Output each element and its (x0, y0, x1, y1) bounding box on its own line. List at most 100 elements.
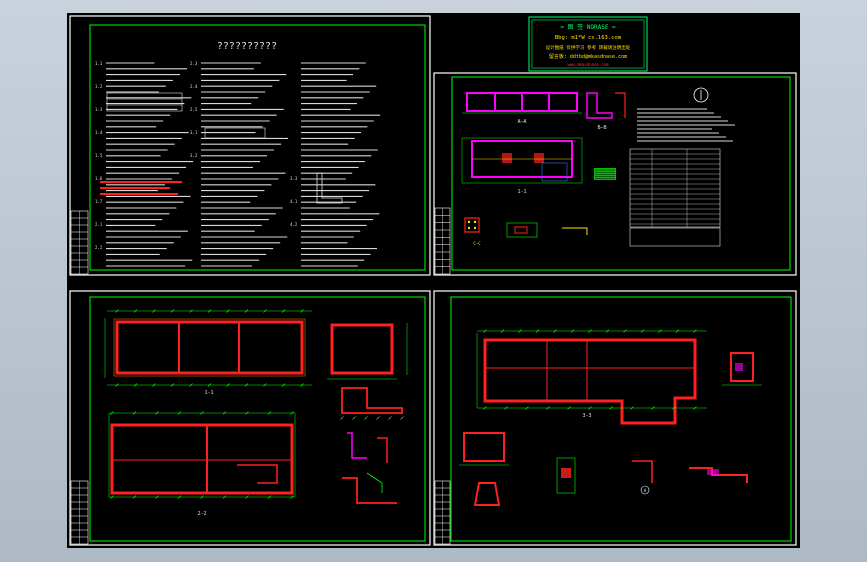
note-number: 1.4 (95, 130, 103, 135)
section-c-label: C—C (473, 241, 481, 246)
plan-2-walls: 2-2 (108, 411, 296, 517)
dimension-tick (263, 309, 267, 313)
note-number: 3.3 (290, 176, 298, 181)
dimension-tick (263, 383, 267, 387)
dimension-tick (605, 329, 610, 333)
plan-3-walls: 3-3 (476, 329, 707, 425)
dimension-tick (200, 411, 204, 415)
section-b-elevation: B—B (586, 92, 626, 131)
plan-1-walls: 1-1 (104, 309, 312, 396)
notes-red-block (100, 181, 182, 195)
sheet-3-border (69, 290, 431, 546)
dimension-tick (609, 406, 613, 410)
sheet-1-frame (89, 24, 426, 271)
sheet-4-plan[interactable]: 3-3 A (433, 290, 797, 546)
dimension-tick (500, 329, 505, 333)
section-a-elevation: A—A (462, 92, 582, 125)
note-number: 3.2 (190, 153, 198, 158)
dimension-tick (535, 329, 540, 333)
dimension-tick (570, 329, 575, 333)
dimension-tick (675, 329, 680, 333)
dimension-tick (693, 329, 697, 333)
notes-table (106, 92, 266, 139)
sheet-3-plan[interactable]: 1-1 2-2 (69, 290, 431, 546)
note-number: 1.2 (95, 84, 103, 89)
note-number: 4.2 (290, 222, 298, 227)
dimension-tick (267, 411, 272, 415)
notes-detail-sketch (312, 172, 347, 209)
dimension-tick (546, 406, 550, 410)
stamp-line-2: Bbg: m1*W cs.163.com (555, 35, 622, 41)
dimension-tick (553, 329, 557, 333)
dimension-tick (189, 383, 193, 387)
note-number: 2.5 (190, 107, 198, 112)
dimension-tick (588, 329, 592, 333)
plan-3-bottom-details: A (459, 432, 748, 506)
sheet-4-frame (450, 296, 792, 542)
sheet-2-title-block (434, 207, 451, 275)
sheet-3-title-block (70, 480, 89, 545)
section-b-label: B—B (597, 125, 606, 131)
sheet-1-border (69, 15, 431, 276)
dimension-tick (290, 411, 294, 415)
note-number: 1.5 (95, 153, 103, 158)
dimension-tick (588, 406, 592, 410)
dimension-tick (110, 411, 114, 415)
stamp-line-3: 设计图纸 仅供学习 参考 转载请注明出处 (546, 44, 631, 51)
dimension-tick (133, 383, 138, 387)
dimension-tick (177, 495, 182, 499)
dimension-tick (300, 383, 304, 387)
note-number: 1.1 (95, 61, 103, 66)
dimension-tick (245, 411, 249, 415)
dimension-tick (226, 383, 230, 387)
dimension-tick (518, 329, 522, 333)
sheet-3-frame (89, 296, 426, 542)
plan-1-side-section (327, 323, 408, 380)
sheet-2-tank-details[interactable]: A—A B—B 1-1 (433, 72, 797, 276)
dimension-tick (115, 309, 119, 313)
dimension-tick (376, 416, 380, 420)
dimension-tick (388, 416, 392, 420)
dimension-tick (152, 383, 156, 387)
dimension-tick (110, 495, 114, 499)
dimension-tick (281, 383, 286, 387)
plan-1-details-right (340, 387, 404, 504)
note-number: 1.3 (95, 107, 103, 112)
dimension-tick (207, 309, 212, 313)
sheet-1-title: ?????????? (217, 41, 277, 52)
dimension-tick (483, 406, 487, 410)
note-number: 2.1 (95, 222, 103, 227)
detail-circle-marker (693, 87, 709, 103)
note-number: 3.1 (190, 130, 198, 135)
dimension-tick (152, 309, 156, 313)
dimension-tick (177, 411, 182, 415)
plan-1-label: 1-1 (204, 390, 213, 396)
green-rebar-detail (594, 168, 616, 180)
dimension-tick (651, 406, 655, 410)
note-number: 4.1 (290, 199, 298, 204)
tank-plan-label: 1-1 (517, 189, 526, 195)
note-number: 2.3 (190, 61, 198, 66)
plan-3-details-right (722, 352, 762, 386)
detail-a-label: A (644, 488, 647, 493)
dimension-tick (226, 309, 230, 313)
dimension-tick (525, 406, 529, 410)
plan-3-label: 3-3 (582, 413, 591, 419)
sheet-1-notes[interactable]: ?????????? 1.11.21.31.41.51.61.72.12.22.… (69, 15, 431, 276)
dimension-tick (400, 416, 404, 420)
dimension-tick (222, 495, 227, 499)
dimension-tick (244, 383, 249, 387)
drawing-canvas: ?????????? 1.11.21.31.41.51.61.72.12.22.… (69, 15, 797, 546)
stamp-line-1: = 图 签 NORASE = (560, 23, 616, 31)
dimension-tick (245, 495, 249, 499)
dimension-tick (200, 495, 204, 499)
dimension-tick (352, 416, 356, 420)
dimension-tick (132, 411, 137, 415)
sheet-2-small-details: C—C (464, 217, 588, 246)
dimension-tick (133, 309, 138, 313)
dimension-tick (267, 495, 272, 499)
tank-plan: 1-1 (461, 137, 583, 195)
note-number: 2.4 (190, 84, 198, 89)
dimension-tick (222, 411, 227, 415)
